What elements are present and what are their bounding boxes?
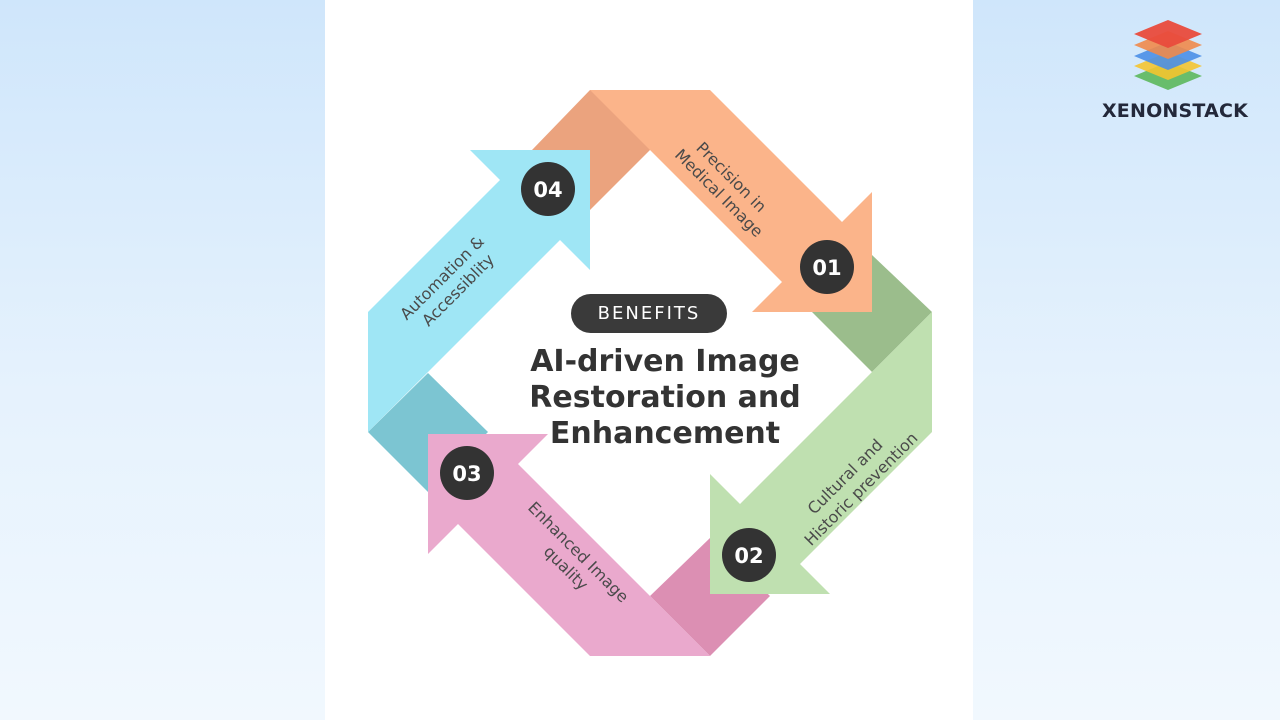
diagram-title: AI-driven Image Restoration and Enhancem… xyxy=(500,344,830,452)
step-01-badge: 01 xyxy=(800,240,854,294)
step-03-badge: 03 xyxy=(440,446,494,500)
step-01-number: 01 xyxy=(812,256,841,280)
step-02-number: 02 xyxy=(734,544,763,568)
title-line-3: Enhancement xyxy=(549,416,781,451)
arrow-step-03 xyxy=(428,434,710,656)
layered-stack-icon xyxy=(1134,20,1202,90)
logo-layer-5 xyxy=(1134,20,1202,48)
step-02-badge: 02 xyxy=(722,528,776,582)
step-04-badge: 04 xyxy=(521,162,575,216)
step-03-number: 03 xyxy=(452,462,481,486)
brand-name: XENONSTACK xyxy=(1101,100,1249,122)
title-line-1: AI-driven Image xyxy=(530,344,800,379)
corner-fold-left xyxy=(368,373,488,492)
arrow-step-04 xyxy=(368,150,590,432)
benefits-badge: BENEFITS xyxy=(571,294,727,333)
arrow-step-01 xyxy=(590,90,872,312)
step-04-number: 04 xyxy=(533,178,562,202)
title-line-2: Restoration and xyxy=(529,380,801,415)
arrow-step-02 xyxy=(710,312,932,594)
xenonstack-logo[interactable]: XENONSTACK xyxy=(1100,18,1250,128)
